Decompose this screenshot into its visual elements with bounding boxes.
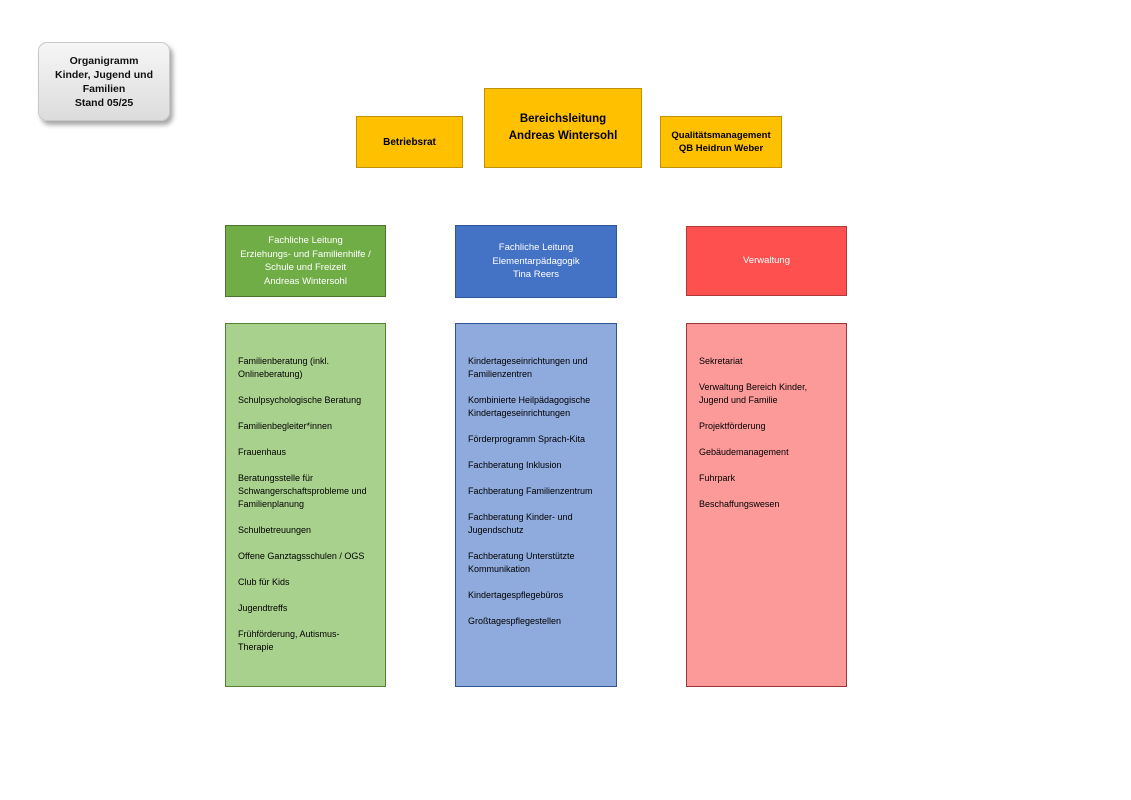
list-item: Kindertageseinrichtungen und Familienzen…	[468, 356, 588, 379]
header-line: Andreas Wintersohl	[264, 275, 347, 287]
column-header-elementarpaedagogik: Fachliche Leitung Elementarpädagogik Tin…	[455, 225, 617, 298]
list-item: Frühförderung, Autismus-Therapie	[238, 629, 340, 652]
list-item: Fuhrpark	[699, 473, 736, 483]
betriebsrat-label: Betriebsrat	[383, 136, 436, 148]
column-list-erziehungshilfe: Familienberatung (inkl. Onlineberatung) …	[225, 323, 386, 687]
header-line: Fachliche Leitung	[498, 242, 574, 254]
header-line: Schule und Freizeit	[264, 262, 347, 273]
header-line: Fachliche Leitung	[268, 235, 343, 246]
list-item: Schulbetreuungen	[238, 525, 312, 535]
list-item: Beschaffungswesen	[699, 499, 780, 509]
list-item: Projektförderung	[699, 421, 766, 431]
list-item: Frauenhaus	[238, 447, 287, 457]
legend-title: Organigramm	[69, 54, 139, 67]
header-line: Verwaltung	[742, 255, 790, 267]
header-line: Erziehungs- und Familienhilfe /	[240, 248, 371, 260]
list-item: Beratungsstelle für Schwangerschaftsprob…	[238, 473, 367, 509]
list-item: Offene Ganztagsschulen / OGS	[238, 551, 365, 561]
list-item: Förderprogramm Sprach-Kita	[468, 434, 586, 444]
header-line: Elementarpädagogik	[492, 255, 580, 267]
qualitaetsmanagement-box: Qualitätsmanagement QB Heidrun Weber	[660, 116, 782, 168]
list-item: Club für Kids	[238, 577, 290, 587]
list-item: Sekretariat	[699, 356, 743, 366]
legend-subtitle: Kinder, Jugend und Familien	[54, 68, 153, 95]
column-header-verwaltung: Verwaltung	[686, 226, 847, 296]
list-item: Fachberatung Inklusion	[468, 460, 562, 470]
list-item: Schulpsychologische Beratung	[238, 395, 362, 405]
qm-title: Qualitätsmanagement	[671, 130, 771, 141]
list-item: Gebäudemanagement	[699, 447, 789, 457]
list-item: Großtagespflegestellen	[468, 616, 562, 626]
legend-date: Stand 05/25	[74, 96, 134, 109]
list-item: Fachberatung Unterstützte Kommunikation	[468, 551, 575, 574]
list-item: Kombinierte Heilpädagogische Kindertages…	[468, 395, 591, 418]
list-item: Verwaltung Bereich Kinder, Jugend und Fa…	[699, 382, 808, 405]
column-header-erziehungshilfe: Fachliche Leitung Erziehungs- und Famili…	[225, 225, 386, 297]
list-item: Kindertagespflegebüros	[468, 590, 564, 600]
list-item: Fachberatung Familienzentrum	[468, 486, 593, 496]
betriebsrat-box: Betriebsrat	[356, 116, 463, 168]
list-item: Jugendtreffs	[238, 603, 288, 613]
bereichsleitung-title: Bereichsleitung	[519, 113, 607, 125]
qm-name: QB Heidrun Weber	[678, 143, 764, 154]
list-item: Familienbegleiter*innen	[238, 421, 333, 431]
list-item: Familienberatung (inkl. Onlineberatung)	[238, 356, 330, 379]
column-list-verwaltung: Sekretariat Verwaltung Bereich Kinder, J…	[686, 323, 847, 687]
header-line: Tina Reers	[512, 269, 560, 281]
legend-card: Organigramm Kinder, Jugend und Familien …	[38, 42, 170, 121]
bereichsleitung-box: Bereichsleitung Andreas Wintersohl	[484, 88, 642, 168]
list-item: Fachberatung Kinder- und Jugendschutz	[468, 512, 573, 535]
bereichsleitung-name: Andreas Wintersohl	[508, 130, 618, 142]
column-list-elementarpaedagogik: Kindertageseinrichtungen und Familienzen…	[455, 323, 617, 687]
